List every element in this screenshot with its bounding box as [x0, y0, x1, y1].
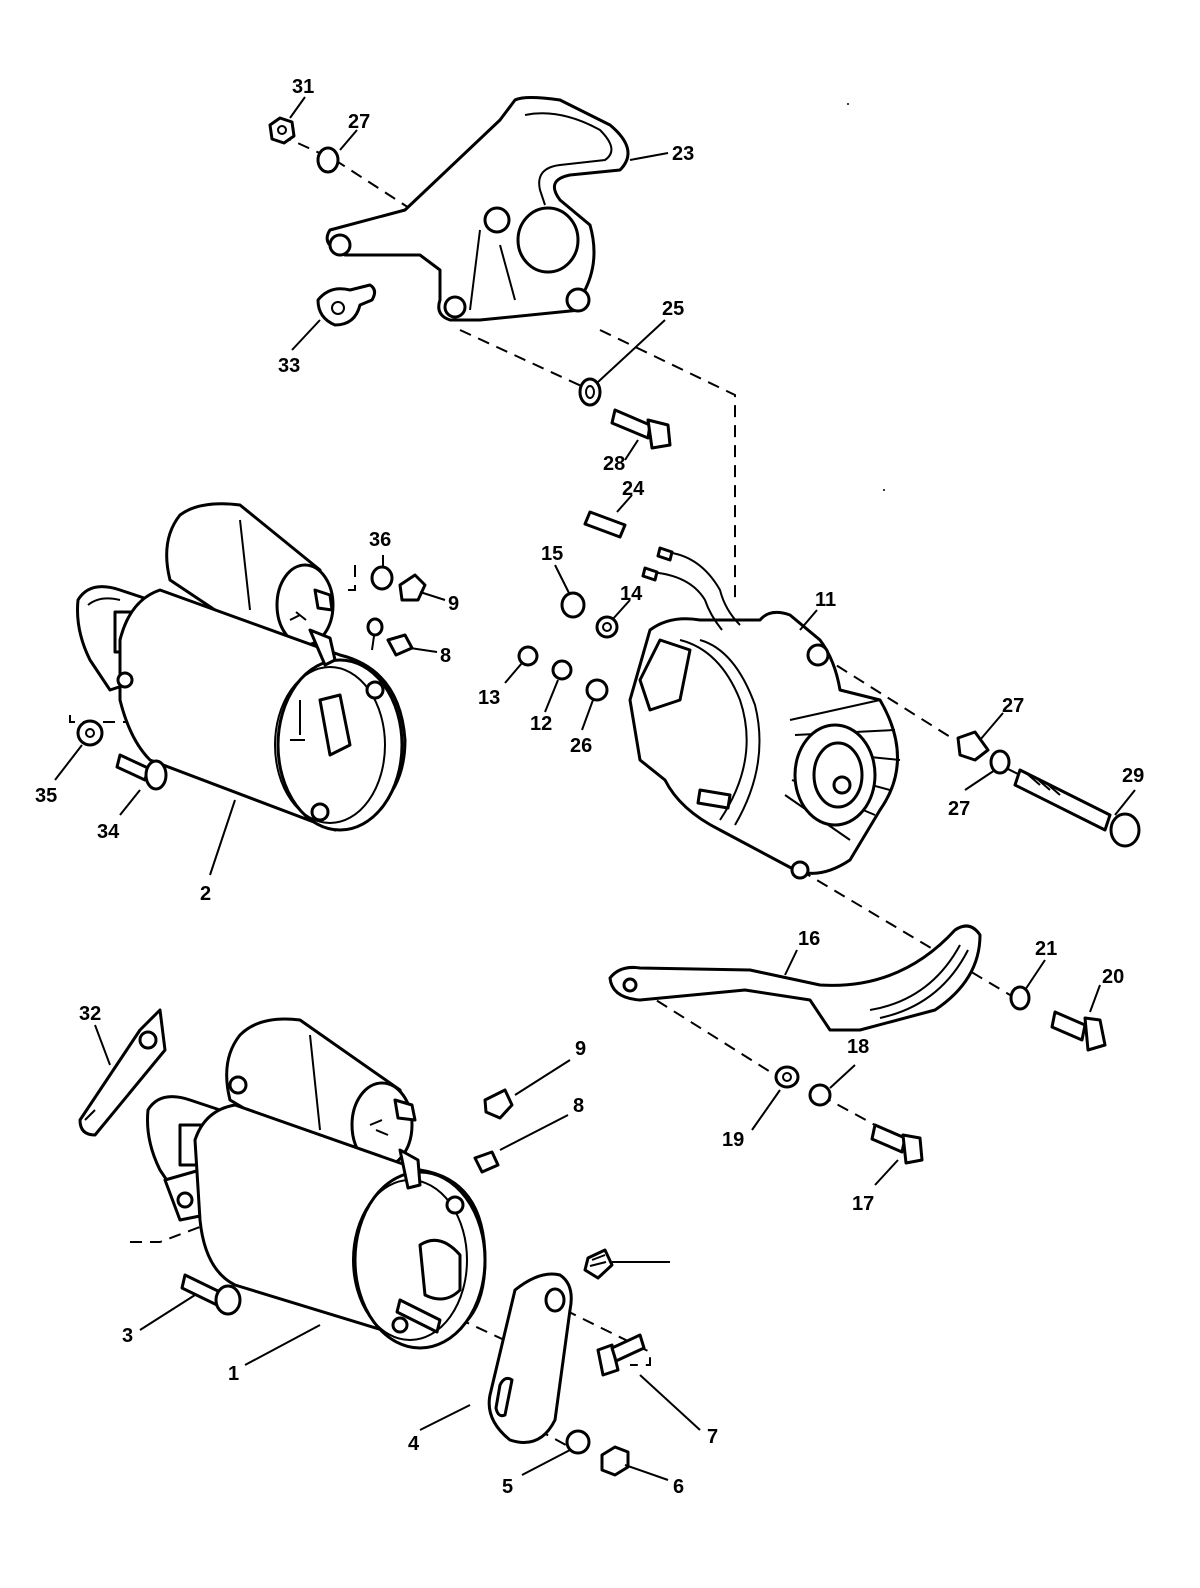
bolt-7 — [596, 1333, 646, 1377]
starter-motor-upper — [76, 502, 407, 832]
callout-28: 28 — [603, 453, 625, 475]
washer-27-upper — [316, 146, 340, 174]
callout-19: 20 — [1102, 966, 1124, 988]
callout-3: 3 — [122, 1325, 133, 1347]
bolt-28 — [610, 408, 672, 450]
nut-6 — [600, 1445, 630, 1477]
nut-8-upper — [386, 633, 414, 657]
callout-25: 25 — [662, 298, 684, 320]
callout-12: 13 — [478, 687, 500, 709]
callout-26: 29 — [1122, 765, 1144, 787]
callout-30: 32 — [79, 1003, 101, 1025]
bolt-16 — [870, 1123, 924, 1165]
starter-support-bracket — [487, 1272, 573, 1444]
shim-30 — [78, 1008, 167, 1137]
lockwasher-11 — [551, 659, 573, 681]
alternator — [628, 546, 901, 880]
callout-2: 2 — [200, 883, 211, 905]
nut-29 — [268, 116, 296, 145]
lockwasher-35 — [366, 617, 384, 637]
pin-21 — [583, 510, 627, 539]
callout-6: 6 — [673, 1476, 684, 1498]
callout-16: 17 — [852, 1193, 874, 1215]
callout-1: 1 — [228, 1363, 239, 1385]
washer-5 — [565, 1429, 591, 1455]
scan-specks — [847, 103, 885, 491]
alternator-adjusting-brace — [608, 924, 982, 1032]
leader-lines — [54, 96, 1136, 1481]
callout-27-upper: 27 — [348, 111, 370, 133]
bolt-3 — [180, 1273, 242, 1316]
callout-31: 33 — [278, 355, 300, 377]
lockwasher-20 — [1009, 985, 1031, 1011]
callout-22: 26 — [570, 735, 592, 757]
callout-24: 27 — [1002, 695, 1024, 717]
alternator-mounting-bracket — [325, 96, 630, 322]
callout-5: 5 — [502, 1476, 513, 1498]
nut-17 — [808, 1083, 832, 1107]
callout-10: 11 — [815, 589, 836, 611]
callout-9-lower: 9 — [575, 1038, 586, 1060]
callout-8-upper: 8 — [440, 645, 451, 667]
washer-13 — [595, 615, 619, 639]
callout-29: 31 — [292, 76, 314, 98]
callout-34: 36 — [369, 529, 391, 551]
callout-33: 35 — [35, 785, 57, 807]
nut-14 — [560, 591, 586, 619]
callout-11: 12 — [530, 713, 552, 735]
callout-4: 4 — [408, 1433, 420, 1455]
washer-27-lower — [989, 749, 1011, 775]
callout-labels: 31 27 23 33 25 28 24 15 14 36 9 8 13 12 … — [35, 76, 1144, 1498]
clamp-31 — [316, 283, 377, 327]
bolt-32 — [115, 753, 168, 791]
callout-27-lower: 27 — [948, 798, 970, 820]
nut-8-lower — [473, 1150, 500, 1174]
callout-23: 23 — [672, 143, 694, 165]
washer-18 — [774, 1065, 800, 1089]
callout-17: 18 — [847, 1036, 869, 1058]
screw-9-lower — [483, 1088, 514, 1120]
callout-13: 14 — [620, 583, 643, 605]
nut-36 — [583, 1248, 614, 1280]
nut-12 — [517, 645, 539, 667]
callout-18: 19 — [722, 1129, 744, 1151]
nut-34 — [370, 565, 394, 591]
lockwasher-25 — [578, 377, 602, 407]
washer-22 — [585, 678, 609, 702]
callout-7: 7 — [707, 1426, 718, 1448]
callout-14: 15 — [541, 543, 563, 565]
callout-8-lower: 8 — [573, 1095, 584, 1117]
starter-motor-lower — [146, 1017, 487, 1350]
spacer-24 — [956, 730, 990, 762]
callout-9-upper: 9 — [448, 593, 459, 615]
screw-9-upper — [398, 573, 427, 602]
callout-20: 21 — [1035, 938, 1057, 960]
callout-32: 34 — [97, 821, 120, 843]
callout-15: 16 — [798, 928, 820, 950]
bolt-26 — [1013, 768, 1141, 848]
callout-21: 24 — [622, 478, 645, 500]
bolt-19 — [1050, 1010, 1107, 1052]
washer-33 — [76, 719, 104, 747]
